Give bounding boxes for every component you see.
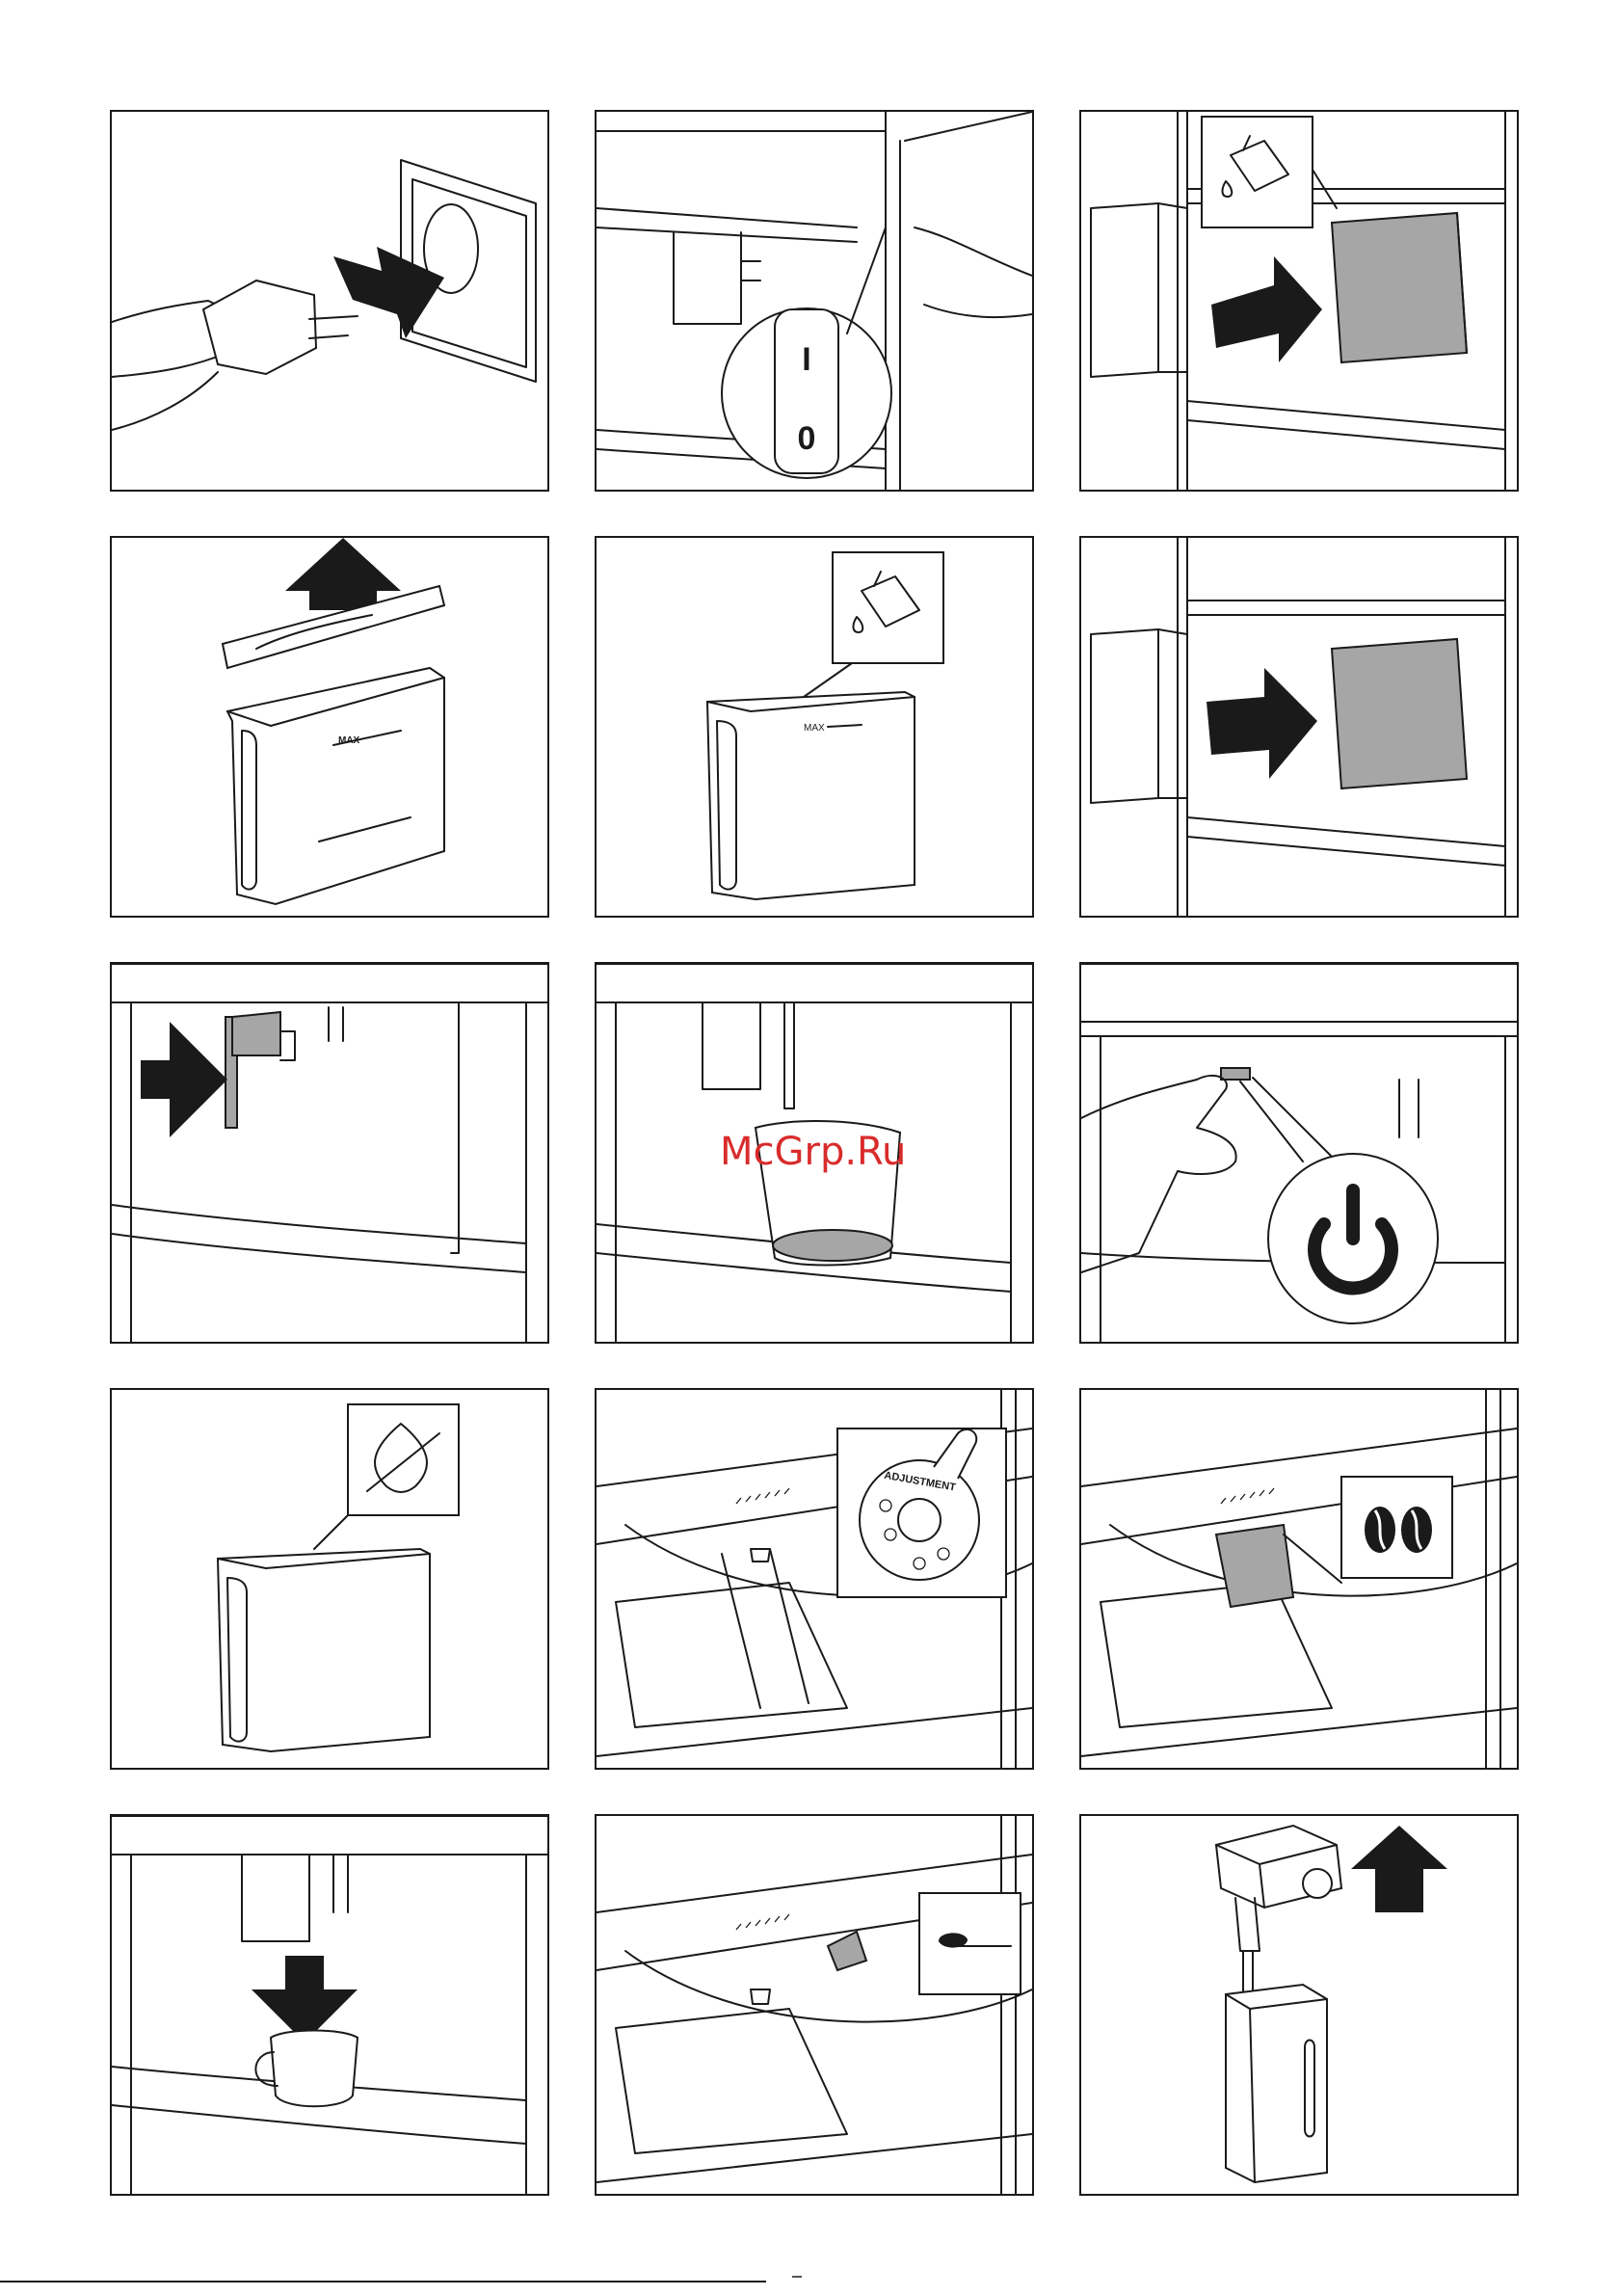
panel-fill-beans [1079, 1388, 1519, 1770]
arrow-up-icon [285, 538, 401, 610]
tank-lid-removal-illustration: MAX [112, 538, 547, 916]
switch-off-label: 0 [798, 420, 816, 457]
panel-insert-tank [1079, 110, 1519, 492]
panel-rinse-glass: McGrp.Ru [595, 962, 1034, 1344]
max-mark-label: MAX [338, 735, 360, 746]
coffee-dispense-illustration [112, 1816, 547, 2194]
watermark: McGrp.Ru [720, 1130, 906, 1174]
panel-power-on [1079, 962, 1519, 1344]
panel-attach-spout [110, 962, 549, 1344]
panel-power-switch: I 0 [595, 110, 1034, 492]
plug-socket-illustration [112, 112, 547, 490]
panel-remove-milk [1079, 1814, 1519, 2196]
arrow-up-icon [1351, 1826, 1447, 1912]
panel-ground-coffee [595, 1814, 1034, 2196]
arrow-right-icon [141, 1022, 227, 1137]
panel-push-tank-in [1079, 536, 1519, 918]
tank-empty-illustration [112, 1390, 547, 1768]
water-tank-insert-illustration [1081, 112, 1517, 490]
switch-on-label: I [802, 341, 810, 378]
power-switch-illustration: I 0 [597, 112, 1032, 490]
arrow-down-icon [252, 1956, 358, 2042]
bean-container-illustration [1081, 1390, 1517, 1768]
max-mark-label: MAX [804, 723, 825, 734]
power-button-illustration [1081, 964, 1517, 1342]
footer-mark [792, 2276, 802, 2278]
ground-coffee-illustration [597, 1816, 1032, 2194]
arrow-left-icon [1211, 256, 1322, 362]
water-tank-push-illustration [1081, 538, 1517, 916]
panel-tank-empty [110, 1388, 549, 1770]
footer-rule [0, 2281, 766, 2283]
grind-adjust-illustration: ADJUSTMENT [597, 1390, 1032, 1768]
panel-grind-adjust: ADJUSTMENT [595, 1388, 1034, 1770]
panel-plug-in [110, 110, 549, 492]
panel-fill-tank: MAX [595, 536, 1034, 918]
panel-dispense-coffee [110, 1814, 549, 2196]
arrow-right-icon [1207, 668, 1317, 779]
spout-attach-illustration [112, 964, 547, 1342]
panel-remove-lid: MAX [110, 536, 549, 918]
milk-container-illustration [1081, 1816, 1517, 2194]
tank-fill-illustration: MAX [597, 538, 1032, 916]
